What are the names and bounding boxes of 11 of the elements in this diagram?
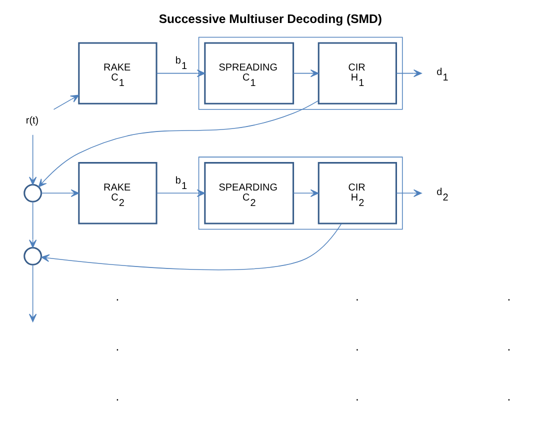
label: .	[116, 290, 120, 304]
label: .	[356, 389, 359, 404]
label: .	[507, 340, 511, 354]
label: .	[356, 290, 359, 304]
label: .	[116, 340, 120, 354]
label: .	[116, 389, 120, 404]
diagram-title: Successive Multiuser Decoding (SMD)	[158, 12, 382, 26]
label: .	[356, 340, 359, 354]
label: .	[507, 290, 511, 304]
label: .	[507, 389, 511, 404]
node-text: r(t)	[26, 116, 39, 127]
